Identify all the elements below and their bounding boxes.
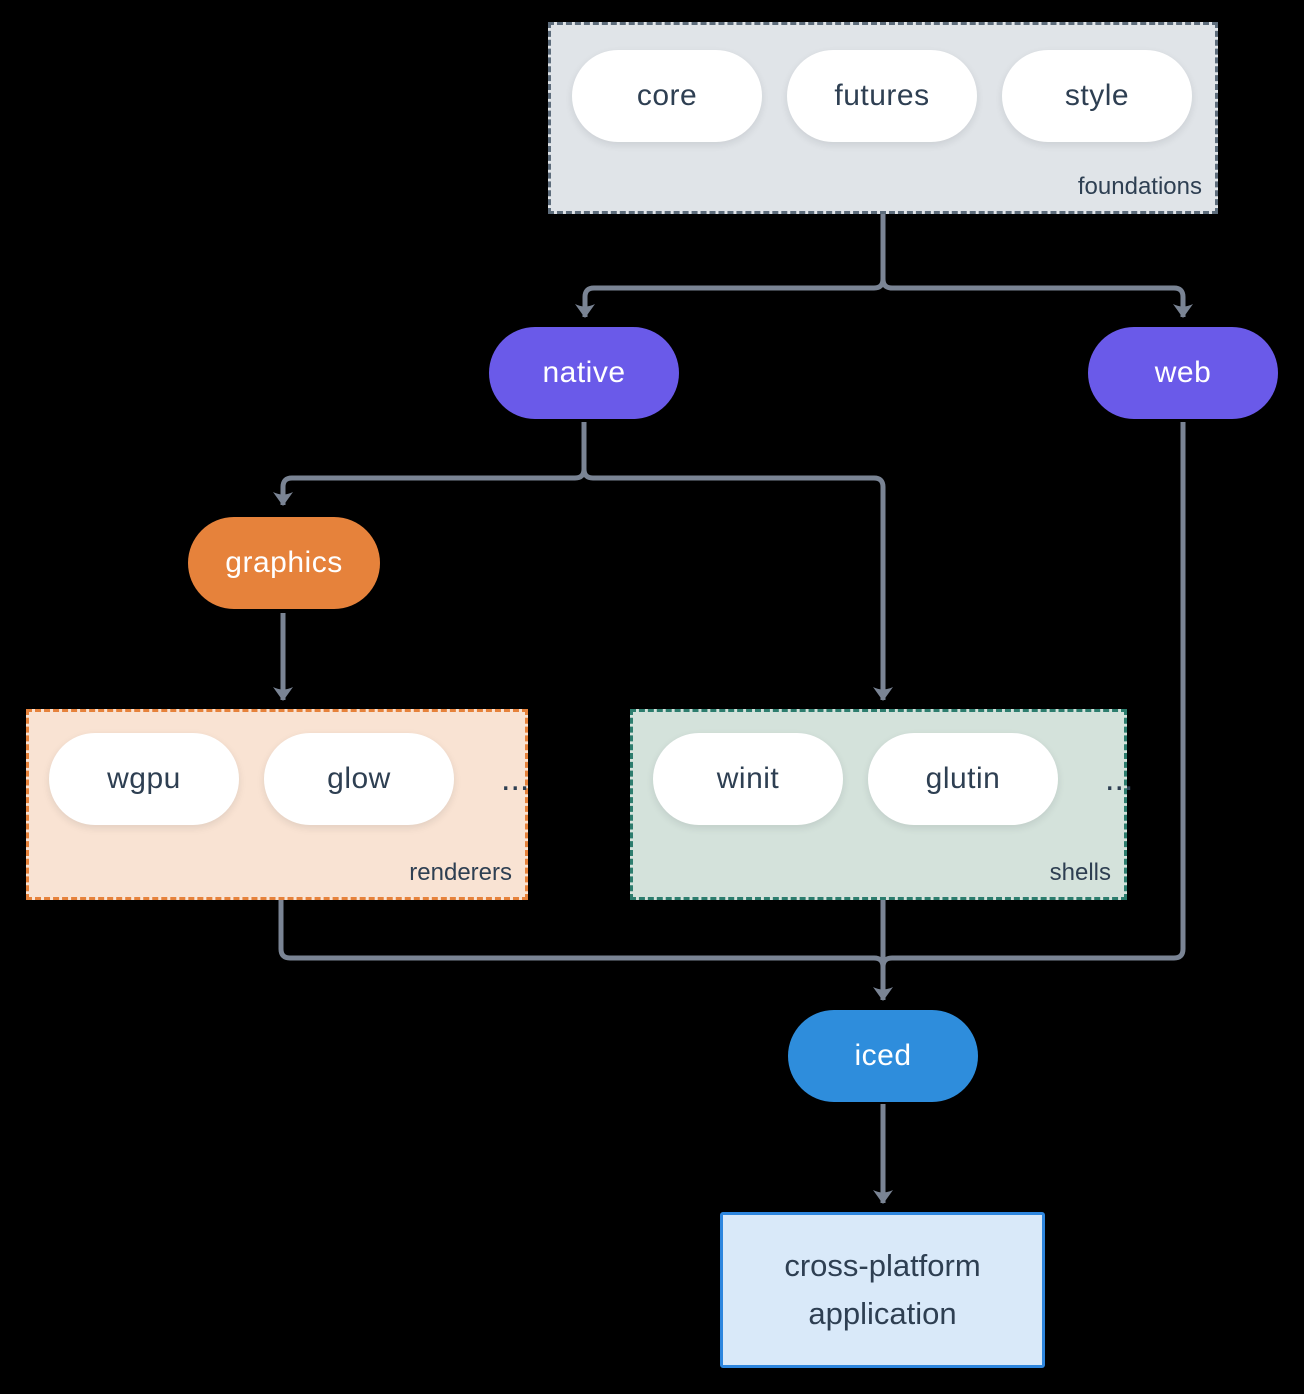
edge-native-graphics [273, 422, 587, 506]
node-style: style [1002, 50, 1192, 142]
node-web: web [1088, 327, 1278, 419]
shells-ellipsis: ... [1105, 759, 1134, 798]
edge-foundations-web [880, 214, 1193, 318]
group-shells: winit glutin ... shells [630, 709, 1133, 900]
shells-group-label: shells [1049, 859, 1111, 886]
node-wgpu: wgpu [49, 733, 239, 825]
foundations-group-label: foundations [1077, 173, 1202, 200]
renderers-pill-row: wgpu glow ... [29, 712, 529, 825]
application-label: cross-platform application [784, 1247, 981, 1331]
node-glow: glow [264, 733, 454, 825]
node-winit: winit [653, 733, 843, 825]
renderers-group-label: renderers [409, 859, 512, 886]
node-graphics: graphics [188, 517, 380, 609]
foundations-pill-row: core futures style [551, 25, 1215, 142]
edge-renderers-iced [278, 900, 886, 975]
group-renderers: wgpu glow ... renderers [26, 709, 529, 900]
node-native: native [489, 327, 679, 419]
node-application: cross-platform application [720, 1212, 1045, 1368]
group-foundations: core futures style foundations [548, 22, 1218, 214]
node-futures: futures [787, 50, 977, 142]
edge-foundations-native [575, 214, 886, 318]
node-iced: iced [788, 1010, 978, 1102]
renderers-ellipsis: ... [501, 759, 530, 798]
node-glutin: glutin [868, 733, 1058, 825]
shells-pill-row: winit glutin ... [633, 712, 1133, 825]
node-core: core [572, 50, 762, 142]
edge-native-shells [581, 422, 893, 701]
